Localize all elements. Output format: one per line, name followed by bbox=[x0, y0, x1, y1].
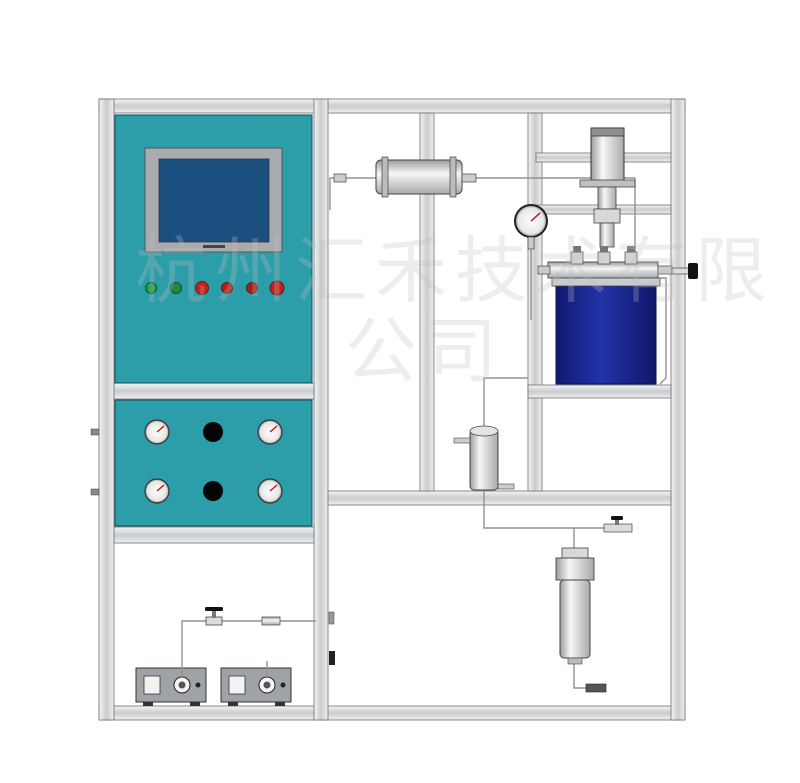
gas-liquid-separator bbox=[453, 425, 515, 491]
indicator-light-icon bbox=[269, 280, 285, 296]
pressure-gauge-icon bbox=[257, 478, 283, 504]
metering-pump bbox=[220, 667, 292, 706]
indicator-light-icon bbox=[195, 281, 209, 295]
valve-handle-icon[interactable] bbox=[603, 516, 633, 533]
pressure-gauge-icon bbox=[144, 419, 170, 445]
pressure-gauge-icon bbox=[144, 478, 170, 504]
pressure-gauge-icon bbox=[257, 419, 283, 445]
stirrer-motor bbox=[579, 127, 636, 248]
indicator-light-icon bbox=[170, 282, 182, 294]
tube-fitting bbox=[261, 616, 281, 626]
reactor-head-valves bbox=[537, 246, 673, 279]
valve-handle-icon[interactable] bbox=[671, 263, 698, 279]
tube-fitting bbox=[585, 683, 607, 693]
wall-connector bbox=[328, 611, 335, 625]
indicator-light-icon bbox=[145, 282, 157, 294]
wall-connector bbox=[329, 651, 335, 665]
valve-handle-icon[interactable] bbox=[205, 607, 223, 626]
hinge bbox=[90, 488, 100, 496]
hinge bbox=[90, 428, 100, 436]
reactor-tubing bbox=[483, 249, 667, 430]
touch-screen[interactable] bbox=[144, 147, 283, 253]
control-knob[interactable] bbox=[203, 481, 223, 501]
gauge-panel bbox=[114, 399, 313, 527]
metering-pump bbox=[135, 667, 207, 706]
pressure-gauge-icon bbox=[514, 204, 548, 250]
feed-tubing bbox=[329, 177, 636, 272]
collection-vessel bbox=[555, 547, 595, 665]
indicator-light-icon bbox=[246, 282, 258, 294]
reactor-flange bbox=[551, 277, 661, 287]
tube-fitting bbox=[333, 173, 347, 183]
outlet-tubing bbox=[483, 491, 612, 689]
horizontal-preheater bbox=[375, 156, 463, 198]
reactor-vessel bbox=[555, 283, 657, 385]
control-knob[interactable] bbox=[203, 422, 223, 442]
indicator-light-icon bbox=[221, 282, 233, 294]
tube-fitting bbox=[461, 173, 477, 183]
